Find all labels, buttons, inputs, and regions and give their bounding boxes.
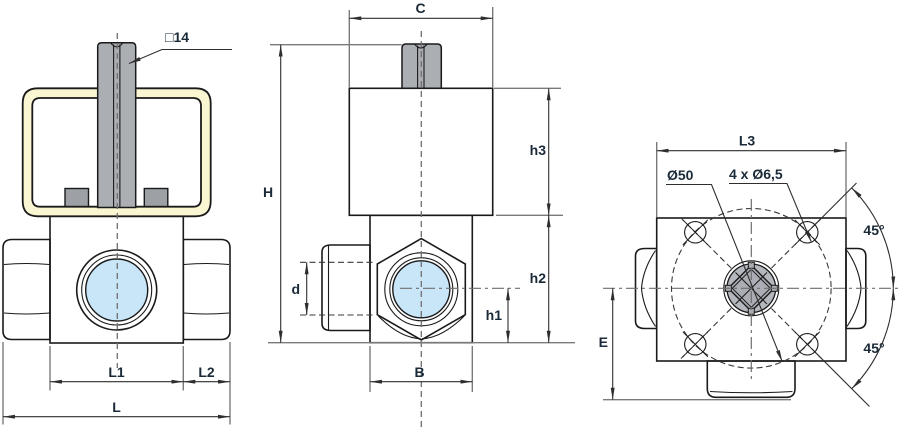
front-right-port-nut <box>182 238 231 341</box>
bolt-circle-leader <box>666 183 783 363</box>
side-dimensions: C H h3 h2 h1 d B <box>263 0 575 392</box>
front-dimensions: L1 L2 L □14 <box>2 29 232 425</box>
dim-label-h1: h1 <box>486 307 503 323</box>
dim-label-l1: L1 <box>108 364 125 380</box>
top-bottom-port <box>706 360 796 399</box>
dim-label-e: E <box>599 334 608 350</box>
dim-label-h2: h2 <box>530 270 547 286</box>
front-view: L1 L2 L □14 <box>2 29 232 425</box>
dim-label-d: d <box>291 281 300 297</box>
dim-label-c: C <box>415 0 425 16</box>
holes-leader <box>729 182 812 243</box>
dim-label-l: L <box>112 399 121 415</box>
dim-label-b: B <box>414 364 424 380</box>
stem-square-leader <box>128 48 232 65</box>
dim-label-holes: 4 x Ø6,5 <box>729 166 783 182</box>
side-front-port <box>321 244 371 332</box>
hole-diagonal-centerlines <box>680 217 822 359</box>
top-view: L3 Ø50 4 x Ø6,5 45° 45° E <box>599 133 899 407</box>
handle <box>21 87 212 218</box>
side-view: C H h3 h2 h1 d B <box>263 0 575 431</box>
dim-label-h: H <box>263 184 273 200</box>
top-left-port-nut <box>634 247 658 330</box>
dim-label-l2: L2 <box>198 364 215 380</box>
dim-label-stem-square: □14 <box>165 29 189 45</box>
handle-stop-block-left <box>64 187 90 208</box>
dim-label-l3: L3 <box>739 133 756 149</box>
top-dimensions: L3 Ø50 4 x Ø6,5 45° 45° E <box>599 133 896 407</box>
dim-label-h3: h3 <box>530 142 547 158</box>
mounting-hole <box>682 219 709 246</box>
front-port-bore <box>75 249 158 331</box>
dim-label-bolt-circle: Ø50 <box>667 167 694 183</box>
dim-label-angle-lower: 45° <box>863 340 884 356</box>
front-left-port-nut <box>2 238 51 341</box>
dim-label-angle-upper: 45° <box>863 222 884 238</box>
mounting-hole <box>682 331 709 358</box>
handle-stop-block-right <box>143 187 169 208</box>
